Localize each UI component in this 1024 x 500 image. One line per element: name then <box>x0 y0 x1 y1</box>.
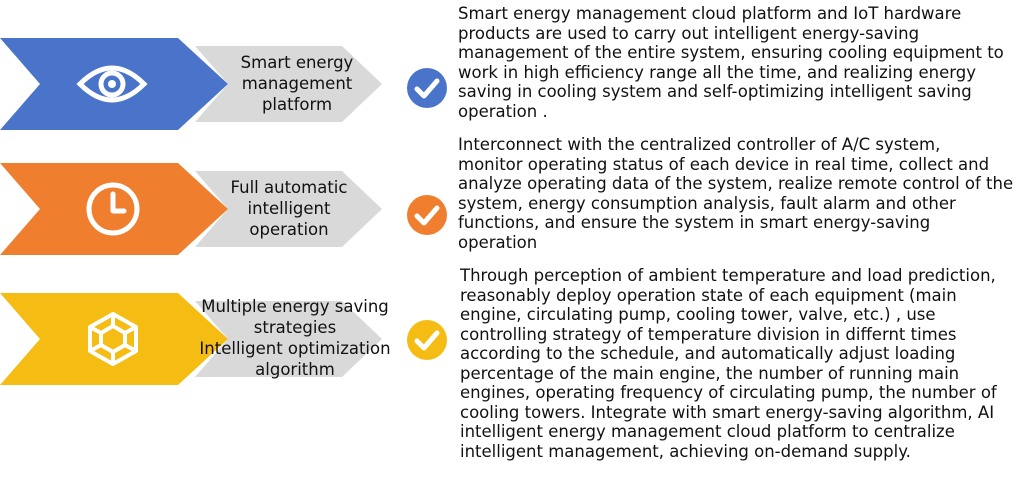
description-line: operation . <box>458 101 548 121</box>
description-line: management of the entire system, ensurin… <box>458 43 1004 62</box>
description-line: cooling towers. Integrate with smart ene… <box>460 402 995 422</box>
gray-chevron <box>195 301 382 377</box>
strategy-row-platform: Smart energy management platform <box>0 38 1024 130</box>
yellow-chevron <box>0 293 228 385</box>
strategy-row-operation: Full automatic intelligent operation <box>0 163 1024 255</box>
description-line: controlling strategy of temperature divi… <box>460 324 957 344</box>
description-line: intelligent management, achieving on-dem… <box>460 441 911 461</box>
label-line: management <box>241 74 353 93</box>
description-line: work in high efficiency range all the ti… <box>458 62 977 82</box>
description-line: according to the schedule, and automatic… <box>460 344 956 363</box>
description-line: system, energy consumption analysis, fau… <box>458 193 956 213</box>
label-line: operation <box>249 220 329 239</box>
label-operation: Full automatic intelligent operation <box>214 177 364 240</box>
description-line: Interconnect with the centralized contro… <box>458 135 941 154</box>
description-line: intelligent energy management cloud plat… <box>460 422 955 441</box>
cube-icon <box>88 312 138 366</box>
description-line: reasonably deploy operation state of eac… <box>460 285 957 305</box>
description-line: products are used to carry out intellige… <box>458 23 920 43</box>
chevron-arrows <box>0 293 382 385</box>
description-line: engine, circulating pump, cooling tower,… <box>460 305 936 324</box>
clock-icon <box>86 182 140 236</box>
description-line: functions, and ensure the system in smar… <box>458 213 931 232</box>
description-line: operation <box>458 232 538 252</box>
description-line: monitor operating status of each device … <box>458 154 990 174</box>
check-circle-icon <box>407 320 447 360</box>
label-line: Smart energy <box>240 53 354 72</box>
description-line: saving in cooling system and self-optimi… <box>458 82 972 101</box>
label-line: Multiple energy saving <box>201 297 389 316</box>
label-line: platform <box>261 95 333 114</box>
description-line: percentage of the main engine, the numbe… <box>460 363 960 383</box>
label-line: intelligent <box>247 199 331 218</box>
description-platform: Smart energy management cloud platform a… <box>458 4 1004 121</box>
description-line: Through perception of ambient temperatur… <box>460 266 996 285</box>
label-line: algorithm <box>255 360 335 379</box>
label-algorithm: Multiple energy saving strategies Intell… <box>192 296 398 380</box>
gray-chevron <box>195 171 382 247</box>
description-operation: Interconnect with the centralized contro… <box>458 135 1013 252</box>
check-circle-icon <box>407 68 447 108</box>
check-circle-icon <box>407 195 447 235</box>
gray-chevron <box>195 46 382 122</box>
label-platform: Smart energy management platform <box>222 52 372 115</box>
label-line: Full automatic <box>230 178 348 197</box>
description-algorithm: Through perception of ambient temperatur… <box>460 266 997 461</box>
description-line: engines, operating frequency of circulat… <box>460 383 997 402</box>
description-line: analyze operating data of the system, re… <box>458 174 1014 193</box>
label-line: Intelligent optimization <box>199 339 391 358</box>
label-line: strategies <box>253 318 337 337</box>
eye-icon <box>76 65 148 103</box>
strategy-row-algorithm: Multiple energy saving strategies Intell… <box>0 293 1024 385</box>
description-line: Smart energy management cloud platform a… <box>458 4 962 23</box>
